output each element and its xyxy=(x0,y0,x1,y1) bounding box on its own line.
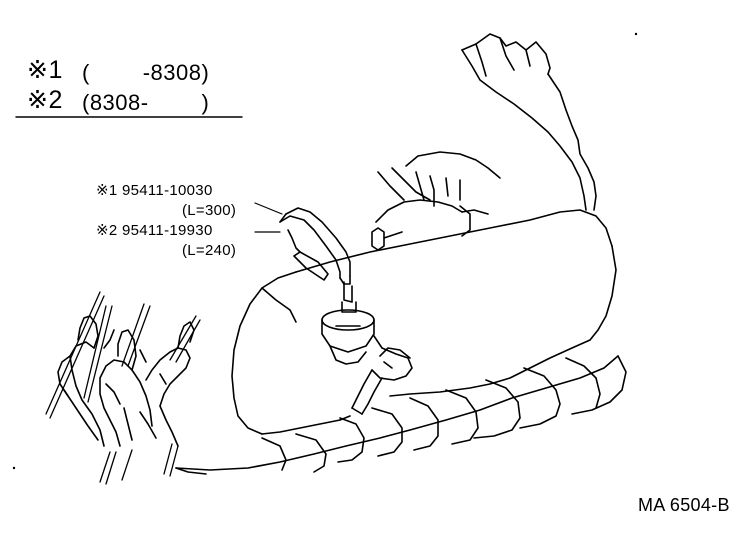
legend-row-1-range: ( -8308) xyxy=(82,60,210,85)
part-2-length: (L=240) xyxy=(182,242,237,259)
distributor xyxy=(57,315,195,447)
registration-dots xyxy=(12,32,638,470)
cylinder-head xyxy=(375,33,597,223)
part-2-number: ※2 95411-19930 xyxy=(96,222,213,239)
vacuum-hose xyxy=(279,207,353,303)
plug-wires xyxy=(45,291,201,485)
intake-plenum xyxy=(231,205,617,435)
diagram-code: MA 6504-B xyxy=(638,495,730,515)
manifold-runners xyxy=(175,355,627,475)
legend-row-2-range: (8308- ) xyxy=(82,90,210,115)
part-1-number: ※1 95411-10030 xyxy=(96,182,213,199)
vacuum-switching-valve xyxy=(321,301,413,415)
part-1-length: (L=300) xyxy=(182,202,237,219)
legend-row-2-mark: ※2 xyxy=(27,86,63,114)
legend-row-1-mark: ※1 xyxy=(27,56,63,84)
leader-lines xyxy=(254,202,283,233)
